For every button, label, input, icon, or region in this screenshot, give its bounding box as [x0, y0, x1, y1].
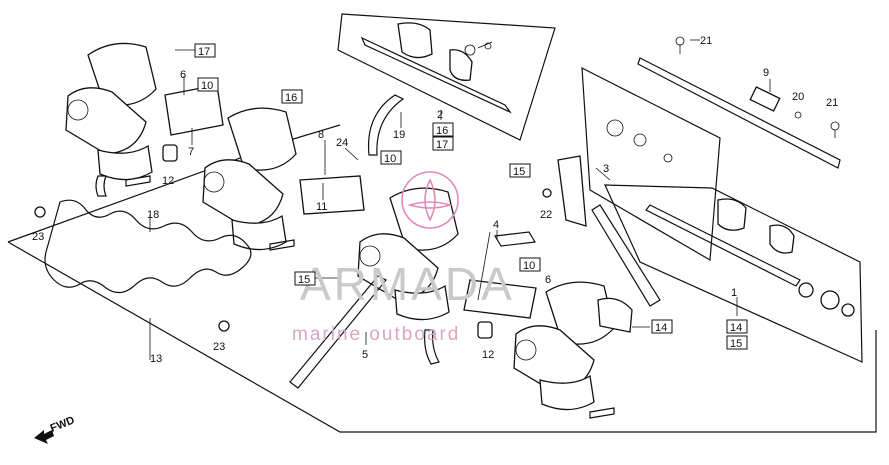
- carburetor-4: [513, 281, 633, 411]
- callout-21a: 21: [700, 35, 712, 47]
- fwd-label: FWD: [49, 414, 77, 435]
- boxed-callout-15c: 15: [730, 338, 742, 350]
- boxed-callout-14b: 14: [730, 322, 742, 334]
- carburetor-3: [357, 187, 537, 321]
- boxed-callout-16a: 16: [285, 92, 297, 104]
- boxed-callout-10c: 10: [523, 260, 535, 272]
- boxed-callout-14a: 14: [655, 322, 667, 334]
- center-bracket-panel: [557, 66, 721, 307]
- callout-18: 18: [147, 209, 159, 221]
- forward-arrow-icon: [34, 430, 54, 444]
- boxed-callout-10b: 10: [384, 153, 396, 165]
- watermark: ARMADA marine outboard: [292, 171, 515, 345]
- callout-1: 1: [731, 287, 737, 299]
- callout-9: 9: [763, 67, 769, 79]
- callout-13: 13: [150, 353, 162, 365]
- callout-24: 24: [336, 137, 348, 149]
- callout-6b: 6: [545, 274, 551, 286]
- carburetor-2: [202, 107, 365, 251]
- boxed-callouts: 17 10 16 16 17 10 15 15 10 14 14 15: [194, 43, 748, 350]
- boxed-callout-10a: 10: [201, 80, 213, 92]
- lower-right-panel: [604, 184, 863, 363]
- callout-12b: 12: [482, 349, 494, 361]
- callout-8: 8: [318, 129, 324, 141]
- boxed-callout-15b: 15: [298, 274, 310, 286]
- watermark-tagline: marine outboard: [292, 324, 460, 345]
- callout-6a: 6: [180, 69, 186, 81]
- callout-5: 5: [362, 349, 368, 361]
- boxed-callout-16b: 16: [436, 125, 448, 137]
- carburetor-1: [65, 42, 224, 181]
- callout-20: 20: [792, 91, 804, 103]
- watermark-brand: ARMADA: [300, 258, 515, 310]
- callout-23a: 23: [32, 231, 44, 243]
- callout-4: 4: [493, 219, 499, 231]
- callout-7: 7: [188, 146, 194, 158]
- callout-2: 2: [437, 109, 443, 121]
- leader-lines: [175, 39, 771, 345]
- right-rail-panel: [637, 36, 841, 169]
- callout-22: 22: [540, 209, 552, 221]
- callout-3: 3: [603, 163, 609, 175]
- boxed-callout-15a: 15: [513, 166, 525, 178]
- callout-19: 19: [393, 129, 405, 141]
- boxed-callout-17b: 17: [436, 139, 448, 151]
- callout-21b: 21: [826, 97, 838, 109]
- boxed-callout-17a: 17: [198, 46, 210, 58]
- upper-bracket-panel: [337, 13, 556, 141]
- forward-direction-indicator: FWD: [34, 414, 76, 444]
- callout-numbers: 1 2 3 4 5 6 6 7 8 9 11 12 12 13 18 19 20…: [32, 35, 838, 365]
- callout-11: 11: [316, 201, 327, 213]
- hoses-and-fittings: [34, 94, 615, 419]
- callout-23b: 23: [213, 341, 225, 353]
- callout-12a: 12: [162, 175, 174, 187]
- intake-manifold-gasket: [44, 199, 252, 294]
